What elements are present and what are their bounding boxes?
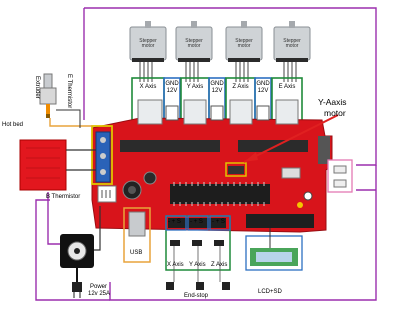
stepper-motor-z: [225, 21, 263, 82]
endstop-pins-y: [187, 215, 209, 231]
pcb-board: [91, 99, 333, 233]
y-axis-motor-arrow: [243, 114, 339, 163]
endstop-switches: [166, 240, 230, 290]
lcd-sd-label: LCD+SD: [258, 289, 282, 295]
power-terminal-box: [91, 125, 113, 185]
extruder: [39, 73, 57, 118]
endstop-z-label: Z Axis: [211, 262, 228, 268]
y-axis-motor-label-1: Y-Aaxis: [318, 97, 347, 107]
endstop-pins-x-label: - + S: [168, 219, 181, 225]
power-supply: [60, 234, 94, 298]
hot-bed-label: Hot bed: [2, 122, 24, 128]
power-label-2: 12v 25A: [88, 291, 111, 297]
right-connector-box: [327, 159, 353, 193]
usb-box: [123, 207, 151, 263]
center-chip-box: [225, 162, 247, 177]
right-connector-pins: [333, 165, 347, 188]
endstop-pins-y-label: - + S: [190, 219, 203, 225]
lcd-screen: [256, 252, 292, 262]
e-axis-label: E Axis: [274, 82, 300, 92]
extruder-label: Extruder: [34, 76, 40, 99]
z-axis-label: Z Axis: [228, 82, 253, 92]
x-axis-label: X Axis: [134, 82, 162, 92]
endstop-y-label: Y Axis: [189, 262, 206, 268]
e-thermistor-label: E Thermistor: [66, 74, 72, 109]
usb-label: USB: [130, 250, 143, 256]
b-thermistor-connector: [97, 185, 117, 203]
usb-port: [128, 211, 146, 237]
y-axis-motor-label-2: motor: [324, 108, 346, 118]
endstop-x-label: X Axis: [167, 262, 184, 268]
endstop-pins-z: [209, 215, 231, 231]
y-axis-label: Y Axis: [183, 82, 207, 92]
stepper-motor-e: [273, 21, 311, 82]
stepper-motor-x: [129, 21, 167, 82]
power-label-1: Power: [90, 284, 108, 290]
endstop-label: End-stop: [184, 293, 209, 299]
purple-wires: [35, 7, 377, 301]
endstop-pins-x: [165, 215, 187, 231]
stepper-motor-y: [175, 21, 213, 82]
hot-bed: [19, 139, 67, 191]
endstop-pins-z-label: - + S: [212, 219, 225, 225]
b-thermistor-label: B Thermistor: [46, 194, 81, 200]
